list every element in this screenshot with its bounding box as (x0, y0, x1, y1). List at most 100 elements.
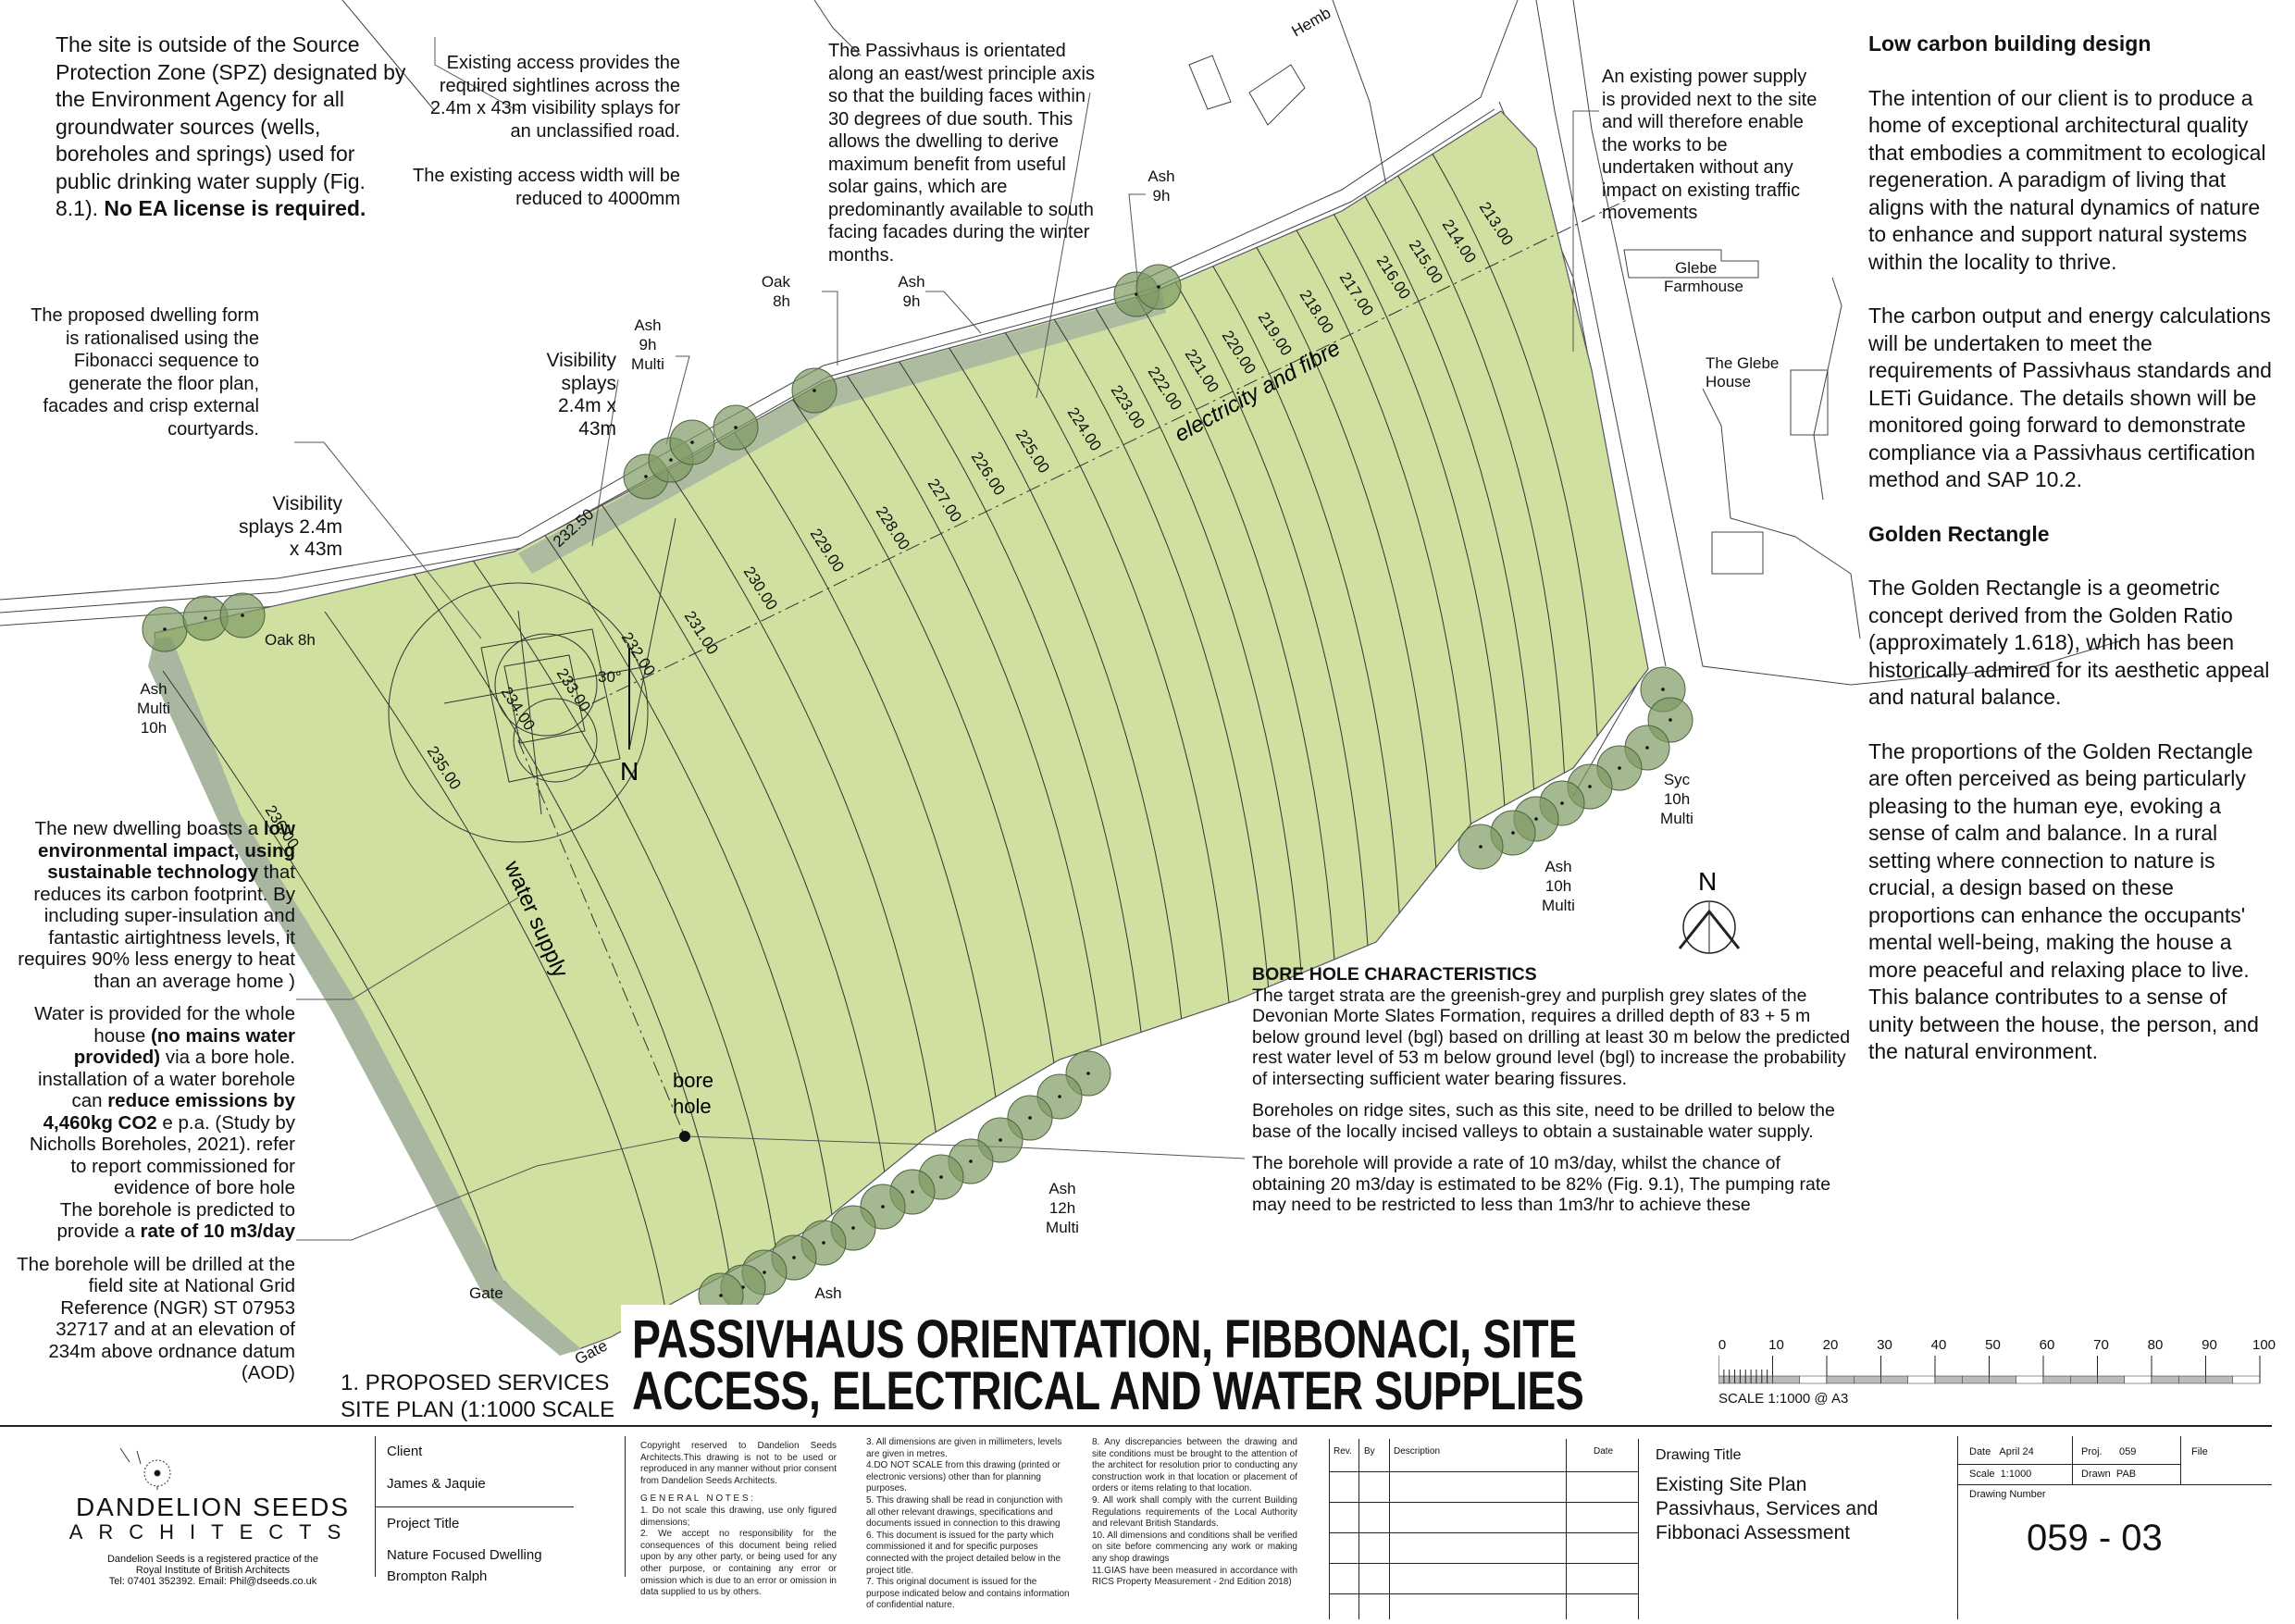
visibility-splays-note-2: Visibility splays 2.4m x 43m (238, 493, 342, 560)
glebe-farmhouse-label-2: Farmhouse (1664, 278, 1743, 295)
electricity-line (591, 198, 1630, 704)
tree-trunk-dot (204, 616, 207, 620)
date-value: April 24 (1999, 1446, 2034, 1457)
general-note-6: 6. This document is issued for the party… (866, 1530, 1061, 1576)
scale-segment (1772, 1375, 1800, 1384)
orientation-note: The Passivhaus is orientated along an ea… (828, 41, 1095, 266)
tree-label: Multi (631, 355, 664, 373)
general-note-1: 1. Do not scale this drawing, use only f… (640, 1505, 837, 1528)
tree-trunk-dot (644, 475, 648, 478)
scale-segment (2042, 1375, 2071, 1384)
scale-segment (1745, 1375, 1773, 1384)
low-carbon-p1: The intention of our client is to produc… (1868, 85, 2266, 274)
scale-tick-label: 70 (2093, 1337, 2109, 1353)
tree-label: Syc (1664, 771, 1691, 788)
plan-caption-line2: SITE PLAN (1:1000 SCALE (341, 1397, 615, 1422)
drawing-title-label: Drawing Title (1656, 1447, 1742, 1463)
client-value: James & Jaquie (387, 1476, 486, 1492)
tree-labels: Oak 8hAshMulti10hAsh9hMultiOak8hAsh9hAsh… (137, 167, 1693, 1302)
scale-label: SCALE 1:1000 @ A3 (1718, 1391, 1849, 1407)
scale-segment (2070, 1375, 2098, 1384)
contour-line (324, 611, 674, 1351)
drawing-title-line3: Fibbonaci Assessment (1656, 1522, 1851, 1543)
tree-trunk-dot (792, 1256, 796, 1259)
project-title-label: Project Title (387, 1516, 460, 1531)
access-note-p2: The existing access width will be reduce… (412, 166, 680, 209)
scale-tick-label: 0 (1718, 1337, 1727, 1353)
tree-label: Ash (814, 1284, 841, 1302)
tree-trunk-dot (1588, 785, 1592, 788)
notes-column-3: 8. Any discrepancies between the drawing… (1092, 1437, 1297, 1589)
compass (1678, 900, 1741, 954)
project-title-1: Nature Focused Dwelling (387, 1547, 542, 1563)
scale-tick-label: 90 (2202, 1337, 2217, 1353)
fibonacci-note: The proposed dwelling form is rationalis… (31, 305, 259, 440)
glebe-house-label: The Glebe (1706, 354, 1779, 372)
tree-trunk-dot (851, 1226, 855, 1230)
low-carbon-p2: The carbon output and energy calculation… (1868, 304, 2272, 491)
scale-segment (2205, 1375, 2233, 1384)
scale-segment (2232, 1375, 2261, 1384)
tree-trunk-dot (241, 614, 244, 617)
tree-label: 9h (639, 336, 657, 353)
tree-label: Ash (898, 273, 924, 291)
scale-tick-label: 20 (1822, 1337, 1839, 1353)
drawing-title-line2: Passivhaus, Services and (1656, 1498, 1879, 1519)
tree-trunk-dot (911, 1190, 914, 1194)
tree-label: 8h (773, 292, 790, 310)
main-title-line2: ACCESS, ELECTRICAL AND WATER SUPPLIES (632, 1361, 1584, 1421)
plan-caption-line1: 1. PROPOSED SERVICES (341, 1370, 610, 1395)
road-name-label: Hemb (1289, 4, 1334, 40)
gate-label: Gate (469, 1284, 503, 1302)
tree-trunk-dot (939, 1175, 943, 1179)
general-note-10: 10. All dimensions and conditions shall … (1092, 1530, 1297, 1564)
tree-trunk-dot (813, 389, 816, 392)
copyright-text: Copyright reserved to Dandelion Seeds Ar… (640, 1441, 837, 1486)
tree-trunk-dot (1157, 285, 1160, 289)
scale-segment (1799, 1375, 1828, 1384)
orientation-angle-line (628, 517, 676, 750)
drawing-title-line1: Existing Site Plan (1656, 1474, 1807, 1495)
company-logo: DANDELION SEEDS ARCHITECTS Dandelion See… (56, 1444, 370, 1587)
scale-tick-label: 10 (1768, 1337, 1784, 1353)
golden-rectangle-heading: Golden Rectangle (1868, 521, 2050, 546)
scale-segment (1880, 1375, 1908, 1384)
rate-note-b: rate of 10 m3/day (140, 1221, 296, 1242)
power-supply-note: An existing power supply is provided nex… (1602, 67, 1817, 223)
scale-tick-label: 60 (2039, 1337, 2055, 1353)
contour-line (398, 552, 740, 1351)
scale-tick-label: 80 (2147, 1337, 2164, 1353)
logo-info-3: Tel: 07401 352392. Email: Phil@dseeds.co… (108, 1576, 317, 1587)
logo-sub: ARCHITECTS (68, 1520, 357, 1543)
glebe-house-label-2: House (1706, 373, 1751, 391)
dwelling-note-a: The new dwelling boasts a (34, 818, 264, 839)
plan-caption: 1. PROPOSED SERVICES SITE PLAN (1:1000 S… (341, 1370, 623, 1423)
date-label: Date (1969, 1446, 1991, 1457)
general-note-3: 3. All dimensions are given in millimete… (866, 1437, 1062, 1459)
tree-label: 12h (1049, 1199, 1075, 1217)
description-header: Description (1394, 1446, 1441, 1457)
bore-hole-marker (679, 1131, 690, 1142)
tree-trunk-dot (1028, 1116, 1032, 1120)
scale-tick-label: 50 (1985, 1337, 2001, 1353)
tree-trunk-dot (822, 1241, 825, 1245)
rev-header: Rev. (1334, 1446, 1352, 1457)
tree-label: Oak 8h (265, 631, 316, 649)
tree-trunk-dot (763, 1271, 766, 1274)
tree-label: Multi (1660, 810, 1693, 827)
water-supply-line (517, 739, 686, 1137)
golden-rectangle-p2: The proportions of the Golden Rectangle … (1868, 738, 2259, 1064)
project-title-2: Brompton Ralph (387, 1568, 488, 1584)
scale-value: 1:1000 (2000, 1469, 2032, 1480)
rate-note: The borehole is predicted to provide a r… (13, 1199, 295, 1243)
tree-trunk-dot (969, 1159, 973, 1163)
tree-trunk-dot (690, 440, 694, 444)
general-note-2: 2. We accept no responsibility for the c… (640, 1529, 837, 1598)
drawn-value: PAB (2115, 1469, 2137, 1480)
fibonacci-geometry (388, 582, 649, 843)
scale-segment (2124, 1375, 2152, 1384)
by-header: By (1364, 1446, 1375, 1457)
water-note-a: Water is provided for the whole house (34, 1003, 295, 1047)
scale-segment (1718, 1375, 1746, 1384)
scale-label-tb: Scale (1969, 1469, 1995, 1480)
